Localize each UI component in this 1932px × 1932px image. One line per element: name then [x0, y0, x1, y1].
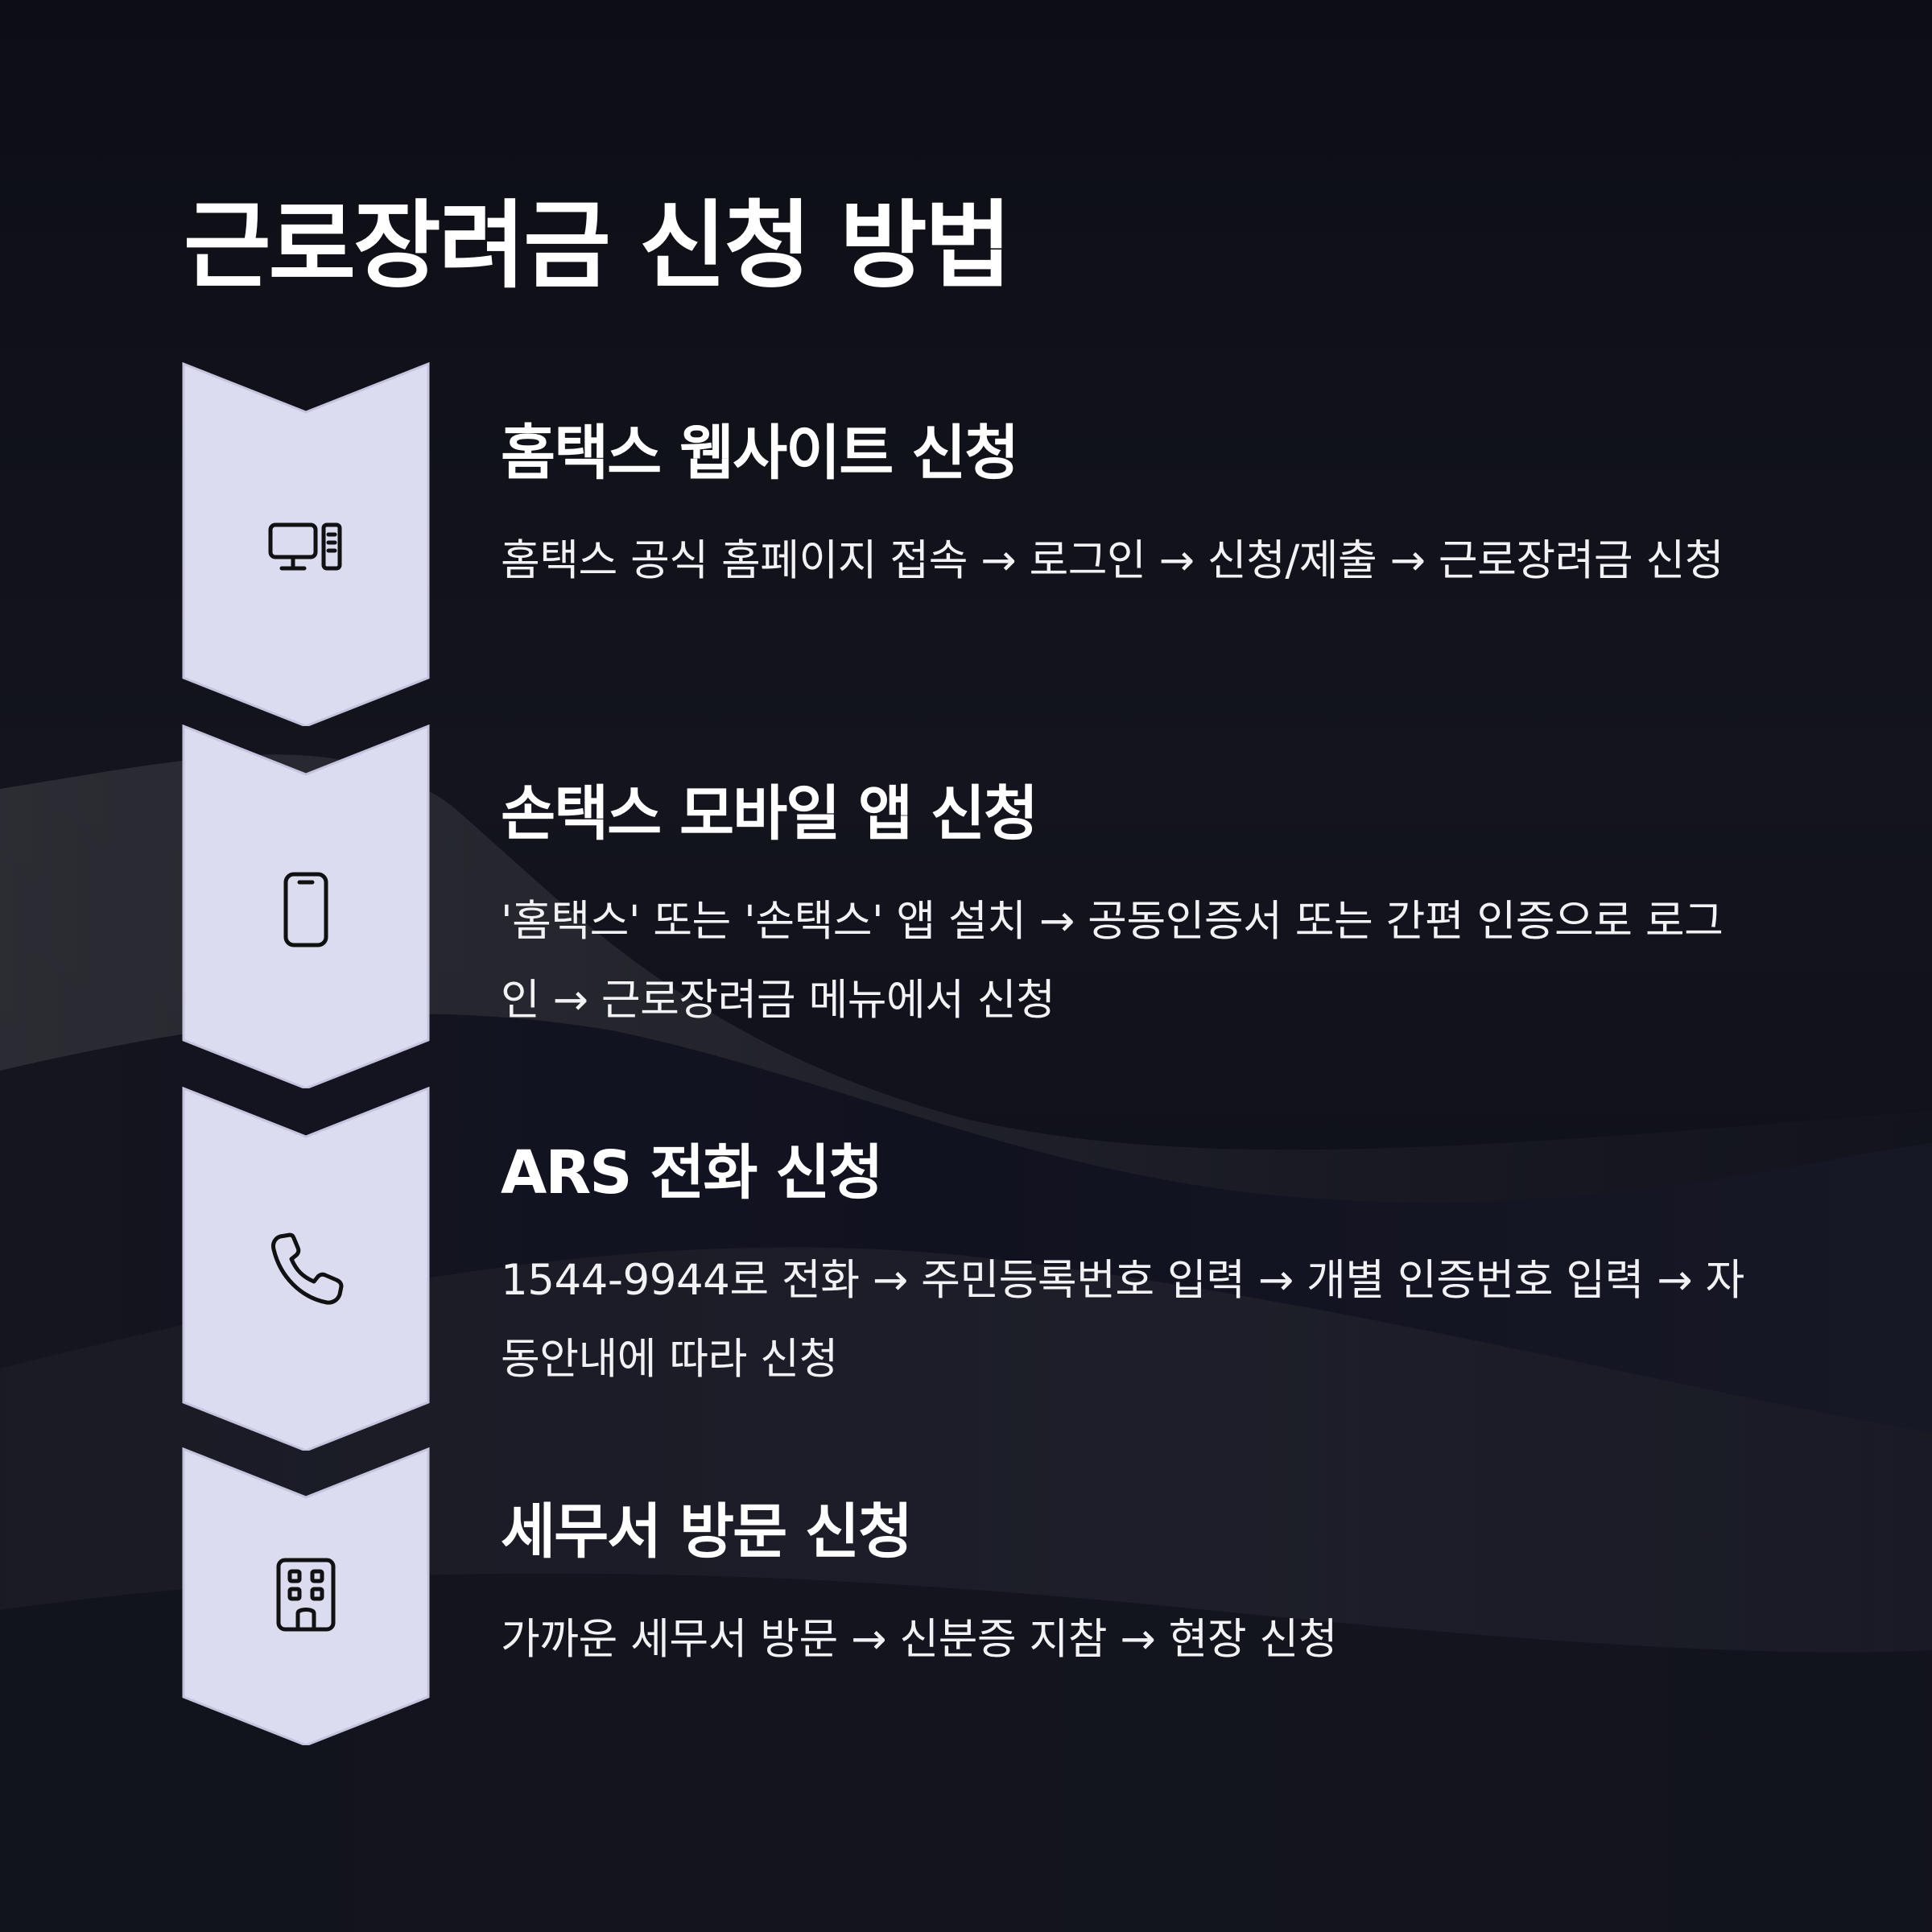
page-title: 근로장려금 신청 방법 [184, 190, 1012, 301]
phone-icon [271, 1232, 344, 1305]
step-description: 1544-9944로 전화 → 주민등록번호 입력 → 개별 인증번호 입력 →… [501, 1256, 1744, 1384]
step-chevron-2 [182, 724, 430, 1088]
step-4: 세무서 방문 신청 가까운 세무서 방문 → 신분증 지참 → 현장 신청 [501, 1496, 1757, 1679]
step-title: 세무서 방문 신청 [501, 1497, 913, 1567]
step-description: 홈택스 공식 홈페이지 접속 → 로그인 → 신청/제출 → 근로장려금 신청 [501, 536, 1724, 585]
chevron-down-shape [182, 1447, 430, 1745]
step-chevron-4 [182, 1447, 430, 1811]
step-description: '홈택스' 또는 '손택스' 앱 설치 → 공동인증서 또는 간편 인증으로 로… [501, 897, 1724, 1025]
step-3: ARS 전화 신청 1544-9944로 전화 → 주민등록번호 입력 → 개별… [501, 1137, 1757, 1399]
step-title: ARS 전화 신청 [501, 1138, 883, 1208]
step-2: 손택스 모바일 앱 신청 '홈택스' 또는 '손택스' 앱 설치 → 공동인증서… [501, 778, 1757, 1040]
step-title: 홈택스 웹사이트 신청 [501, 419, 1019, 488]
chevron-down-shape [182, 724, 430, 1088]
desktop-computer-icon [268, 522, 342, 571]
chevron-down-shape [182, 1087, 430, 1451]
step-description: 가까운 세무서 방문 → 신분증 지참 → 현장 신청 [501, 1615, 1338, 1664]
chevron-down-shape [182, 362, 430, 726]
step-chevron-3 [182, 1087, 430, 1451]
smartphone-icon [283, 872, 328, 947]
step-1: 홈택스 웹사이트 신청 홈택스 공식 홈페이지 접속 → 로그인 → 신청/제출… [501, 417, 1757, 601]
step-chevron-1 [182, 362, 430, 726]
step-title: 손택스 모바일 앱 신청 [501, 779, 1038, 848]
building-icon [276, 1558, 336, 1632]
